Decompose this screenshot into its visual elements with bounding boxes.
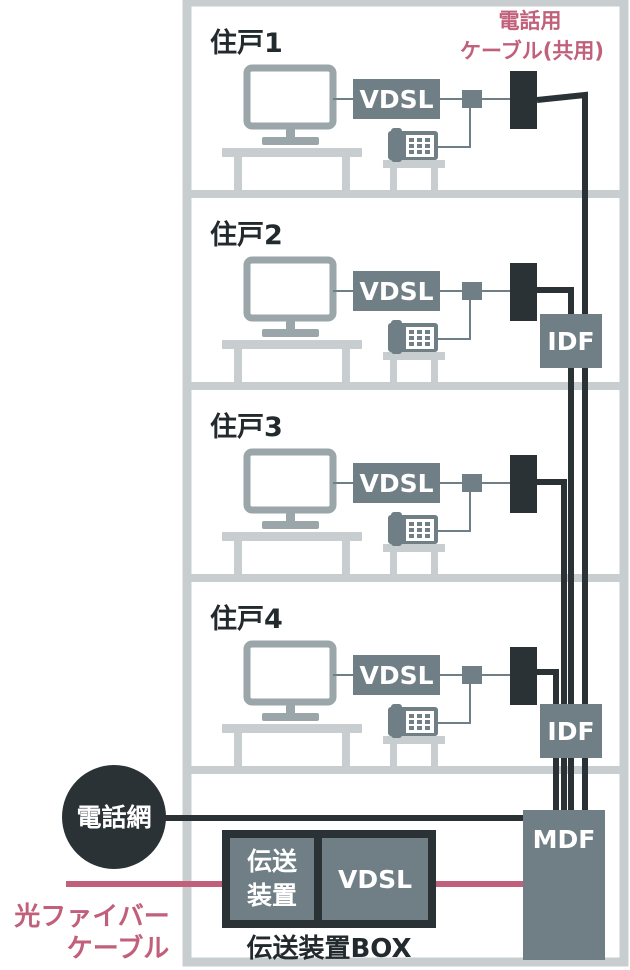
vdsl-modem-label: VDSL [359,661,433,690]
phone-network: 電話網 [62,765,166,869]
floor-slab-4 [187,766,624,774]
transmission-device-line1: 伝送 [247,847,297,876]
phone-wiring [333,98,510,148]
phone-wiring [333,290,510,340]
building-outer-wall [182,0,629,967]
phone-cable-label-line2: ケーブル(共用) [460,39,604,63]
phone-cable-label-line1: 電話用 [499,9,562,33]
fiber-label-line1: 光ファイバー [13,902,169,932]
transmission-vdsl-label: VDSL [338,865,412,894]
vdsl-modem: VDSL [353,271,440,311]
phone-wiring [333,482,510,532]
wall-jack-icon [510,263,537,321]
vdsl-modem: VDSL [353,463,440,503]
connector-icon [462,474,482,492]
desk [222,148,362,192]
telephone-icon [388,704,438,738]
cable-floor-4 [537,669,559,812]
fiber-label-line2: ケーブル [67,933,169,964]
idf-box-upper-rect [540,314,602,368]
cable-floor-1 [536,91,588,812]
floor-slab-2 [187,382,624,390]
idf-box-upper: IDF [540,314,602,368]
monitor-icon [243,640,337,721]
desk [222,532,362,576]
connector-icon [462,666,482,684]
desk [222,724,362,768]
floor-2-label: 住戸2 [210,219,283,251]
monitor-icon [243,448,337,529]
cable-floor-3 [537,479,567,812]
floor-slab-3 [187,574,624,582]
mdf-box-rect [523,810,605,960]
riser-cables [160,91,588,821]
wall-jack-icon [510,647,537,705]
mdf-label: MDF [533,825,596,854]
idf-box-lower: IDF [540,704,602,758]
vdsl-modem-label: VDSL [359,277,433,306]
floor-4-label: 住戸4 [210,603,283,635]
floor-slabs [187,190,624,774]
mdf-box: MDF [523,810,605,960]
telephone-icon [388,512,438,546]
desk [222,340,362,384]
wall-jack-icon [510,71,537,129]
phone-table [383,160,445,192]
floor-3-label: 住戸3 [210,411,283,443]
phone-network-circle [62,765,166,869]
floor-1-label: 住戸1 [210,27,283,59]
vdsl-modem-label: VDSL [359,469,433,498]
transmission-box: 伝送 装置 VDSL [222,830,436,928]
transmission-vdsl [322,838,428,920]
idf-upper-label: IDF [547,327,594,356]
transmission-device-line2: 装置 [247,881,297,910]
transmission-box-label: 伝送装置BOX [246,934,411,964]
transmission-device [230,838,314,920]
monitor-icon [243,64,337,145]
floor-slab-1 [187,190,624,198]
monitor-icon [243,256,337,337]
idf-lower-label: IDF [547,717,594,746]
wall-jack-icon [510,455,537,513]
idf-box-lower-rect [540,704,602,758]
phone-table [383,544,445,576]
vdsl-modem: VDSL [353,655,440,695]
connector-icon [462,282,482,300]
cable-floor-2 [537,287,574,812]
phone-wiring [333,674,510,724]
phone-table [383,736,445,768]
connector-icon [462,90,482,108]
telephone-icon [388,128,438,162]
vdsl-modem: VDSL [353,79,440,119]
phone-network-label: 電話網 [76,803,151,832]
vdsl-modem-label: VDSL [359,85,433,114]
phone-table [383,352,445,384]
telephone-icon [388,320,438,354]
